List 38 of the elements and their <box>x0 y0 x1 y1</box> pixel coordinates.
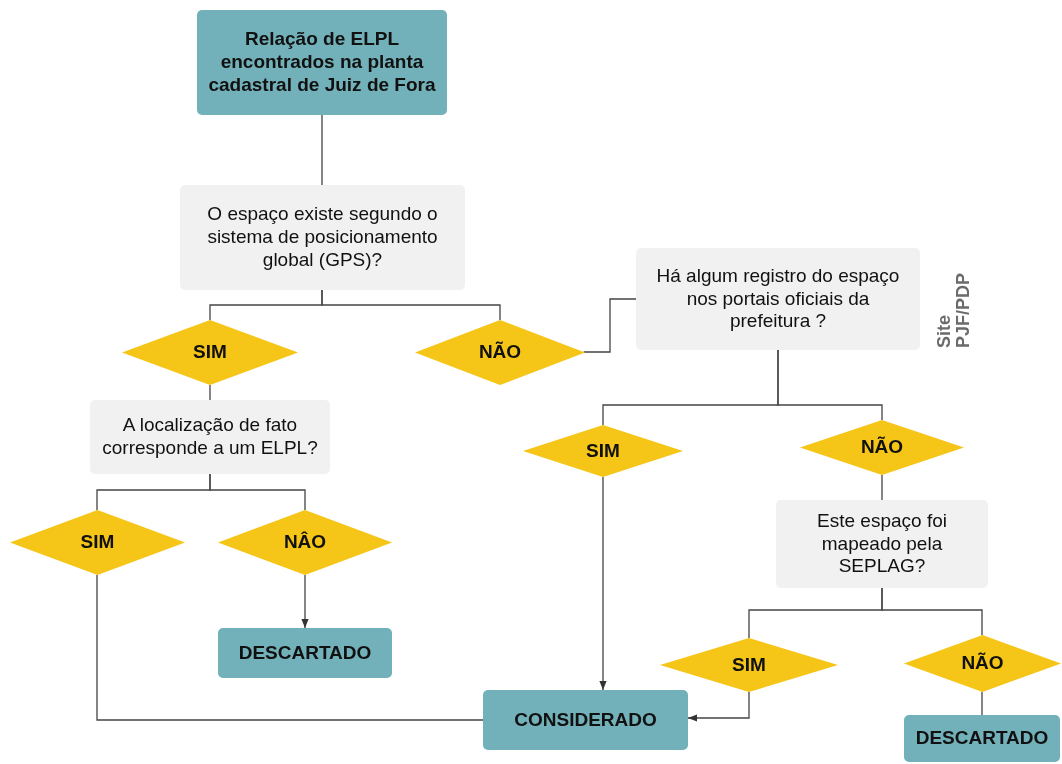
connector-line <box>881 474 883 501</box>
result-box <box>197 10 447 115</box>
result-label: Relação de ELPL encontrados na planta cadastral de Juiz de Fora <box>207 28 437 97</box>
connector-line <box>96 574 484 721</box>
decision-label: SIM <box>732 653 766 677</box>
question-box <box>180 185 465 290</box>
connector-line <box>321 114 323 186</box>
connector-line <box>981 691 983 716</box>
result-label: CONSIDERADO <box>514 708 657 732</box>
question-box <box>90 400 330 474</box>
connector-line <box>321 289 501 321</box>
decision-label: SIM <box>193 341 227 364</box>
decision-label: NÃO <box>478 341 522 364</box>
decision-label: SIM <box>80 531 115 554</box>
decision-label: NÃO <box>860 436 904 459</box>
question-text: O espaço existe segundo o sistema de posicionamento global (GPS)? <box>206 203 439 272</box>
decision-label: NÂO <box>283 531 327 554</box>
result-label: DESCARTADO <box>915 727 1049 750</box>
question-text: Há algum registro do espaço nos portais oficiais da prefeitura ? <box>655 264 901 334</box>
arrow <box>301 574 309 629</box>
connector-line <box>881 587 983 636</box>
source-note: Site PJF/PDP <box>935 271 974 348</box>
decision-label: SIM <box>586 439 620 463</box>
result-box <box>483 690 688 750</box>
result-box <box>904 715 1060 762</box>
arrow <box>687 691 750 722</box>
question-text: A localização de fato corresponde a um ELPL? <box>101 414 319 460</box>
question-box <box>776 500 988 588</box>
connector-line <box>209 384 211 401</box>
question-box <box>636 248 920 350</box>
connector-line <box>777 349 883 421</box>
connector-line <box>209 473 306 511</box>
result-box <box>218 628 392 678</box>
connector-line <box>583 298 637 353</box>
arrow <box>599 476 607 691</box>
result-label: DESCARTADO <box>238 641 372 665</box>
question-text: Este espaço foi mapeado pela SEPLAG? <box>816 509 948 579</box>
decision-label: NÃO <box>961 652 1004 675</box>
